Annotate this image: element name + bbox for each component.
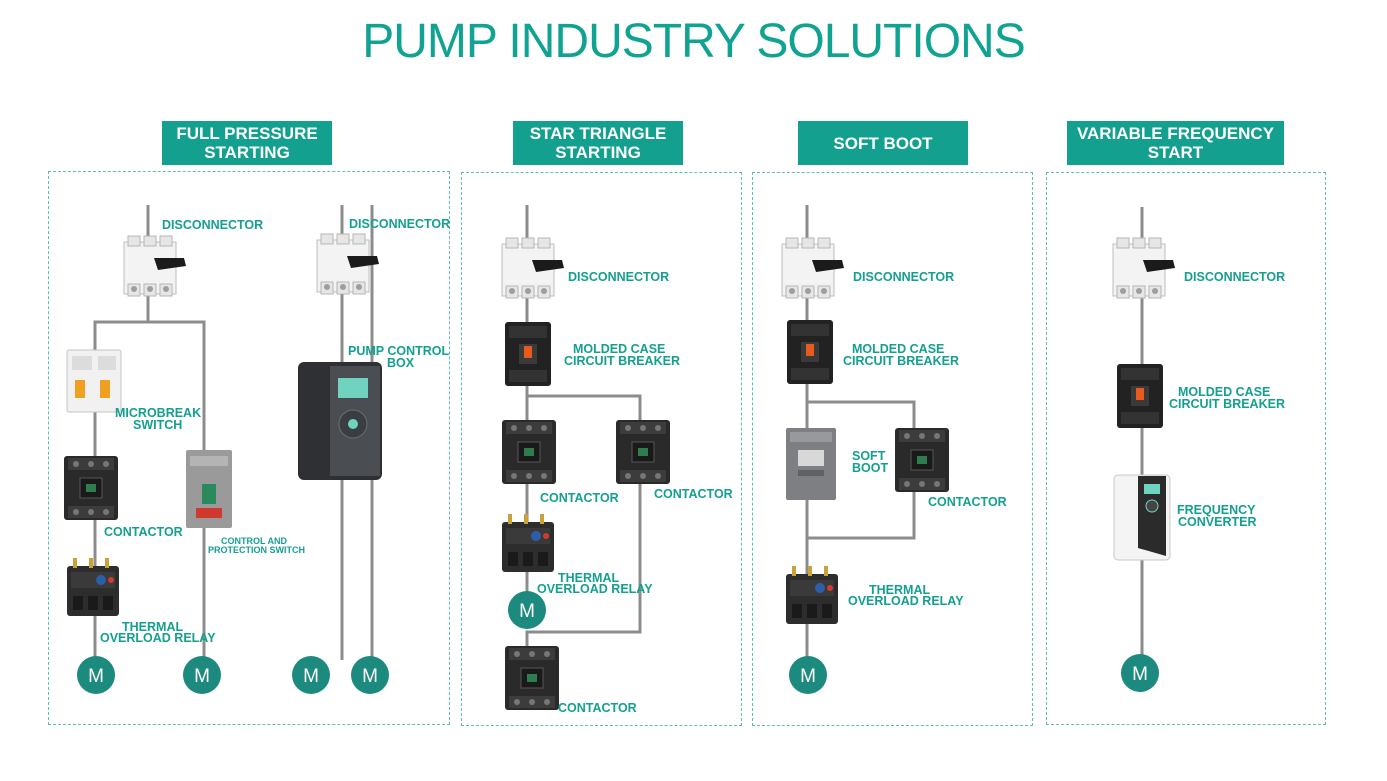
contactor-label: CONTACTOR xyxy=(654,487,733,501)
disconnector-icon xyxy=(1112,237,1176,299)
motor-icon: M xyxy=(351,656,389,694)
thermal-label: THERMAL xyxy=(558,571,619,585)
thermal-label: OVERLOAD RELAY xyxy=(537,582,653,596)
header-full-pressure: FULL PRESSURE STARTING xyxy=(162,121,332,165)
motor-label: M xyxy=(362,666,378,687)
panel-soft-boot xyxy=(752,172,1033,726)
contactor-label: CONTACTOR xyxy=(928,495,1007,509)
panel-variable-frequency xyxy=(1046,172,1326,725)
microbreak-switch-icon xyxy=(66,349,122,413)
motor-icon: M xyxy=(183,656,221,694)
microbreak-label: SWITCH xyxy=(133,418,182,432)
panel-full-pressure xyxy=(48,171,450,725)
header-variable-frequency: VARIABLE FREQUENCY START xyxy=(1067,121,1284,165)
contactor-icon xyxy=(615,419,671,485)
disconnector-label: DISCONNECTOR xyxy=(162,218,263,232)
thermal-overload-relay-icon xyxy=(786,566,838,624)
motor-label: M xyxy=(519,601,535,622)
motor-icon: M xyxy=(1121,654,1159,692)
contactor-icon xyxy=(63,455,119,521)
mccb-label: CIRCUIT BREAKER xyxy=(1169,397,1285,411)
thermal-label: THERMAL xyxy=(869,583,930,597)
frequency-converter-label: CONVERTER xyxy=(1178,515,1256,529)
molded-case-breaker-icon xyxy=(787,320,833,384)
cps-label: CONTROL AND xyxy=(221,536,287,546)
wire xyxy=(525,394,642,646)
contactor-icon xyxy=(504,645,560,711)
disconnector-icon xyxy=(316,233,380,295)
contactor-label: CONTACTOR xyxy=(558,701,637,715)
disconnector-icon xyxy=(501,237,565,299)
molded-case-breaker-icon xyxy=(505,322,551,386)
motor-label: M xyxy=(194,666,210,687)
header-soft-boot: SOFT BOOT xyxy=(798,121,968,165)
motor-label: M xyxy=(1132,664,1148,685)
thermal-label: THERMAL xyxy=(122,620,183,634)
motor-label: M xyxy=(800,666,816,687)
pump-control-box-label: PUMP CONTROL xyxy=(348,344,450,358)
motor-icon: M xyxy=(789,656,827,694)
disconnector-label: DISCONNECTOR xyxy=(853,270,954,284)
disconnector-label: DISCONNECTOR xyxy=(568,270,669,284)
frequency-converter-icon xyxy=(1113,474,1171,561)
thermal-label: OVERLOAD RELAY xyxy=(100,631,216,645)
motor-icon: M xyxy=(292,656,330,694)
motor-label: M xyxy=(88,666,104,687)
microbreak-label: MICROBREAK xyxy=(115,406,201,420)
contactor-icon xyxy=(501,419,557,485)
cps-label: PROTECTION SWITCH xyxy=(208,545,305,555)
soft-boot-label: BOOT xyxy=(852,461,888,475)
frequency-converter-label: FREQUENCY xyxy=(1177,503,1256,517)
thermal-overload-relay-icon xyxy=(67,558,119,616)
soft-boot-label: SOFT xyxy=(852,449,886,463)
mccb-label: MOLDED CASE xyxy=(1178,385,1270,399)
page-title: PUMP INDUSTRY SOLUTIONS xyxy=(362,15,1025,68)
disconnector-icon xyxy=(781,237,845,299)
pump-control-box-icon xyxy=(298,362,382,480)
panel-star-triangle xyxy=(461,172,742,726)
control-protection-switch-icon xyxy=(186,450,232,528)
molded-case-breaker-icon xyxy=(1117,364,1163,428)
motor-icon: M xyxy=(77,656,115,694)
disconnector-icon xyxy=(123,235,187,297)
soft-starter-icon xyxy=(786,428,836,500)
mccb-label: MOLDED CASE xyxy=(852,342,944,356)
header-star-triangle: STAR TRIANGLE STARTING xyxy=(513,121,683,165)
mccb-label: MOLDED CASE xyxy=(573,342,665,356)
disconnector-label: DISCONNECTOR xyxy=(349,217,450,231)
contactor-label: CONTACTOR xyxy=(540,491,619,505)
contactor-icon xyxy=(894,427,950,493)
motor-icon: M xyxy=(508,591,546,629)
mccb-label: CIRCUIT BREAKER xyxy=(564,354,680,368)
thermal-label: OVERLOAD RELAY xyxy=(848,594,964,608)
pump-control-box-label: BOX xyxy=(387,356,415,370)
thermal-overload-relay-icon xyxy=(502,514,554,572)
mccb-label: CIRCUIT BREAKER xyxy=(843,354,959,368)
motor-label: M xyxy=(303,666,319,687)
contactor-label: CONTACTOR xyxy=(104,525,183,539)
disconnector-label: DISCONNECTOR xyxy=(1184,270,1285,284)
